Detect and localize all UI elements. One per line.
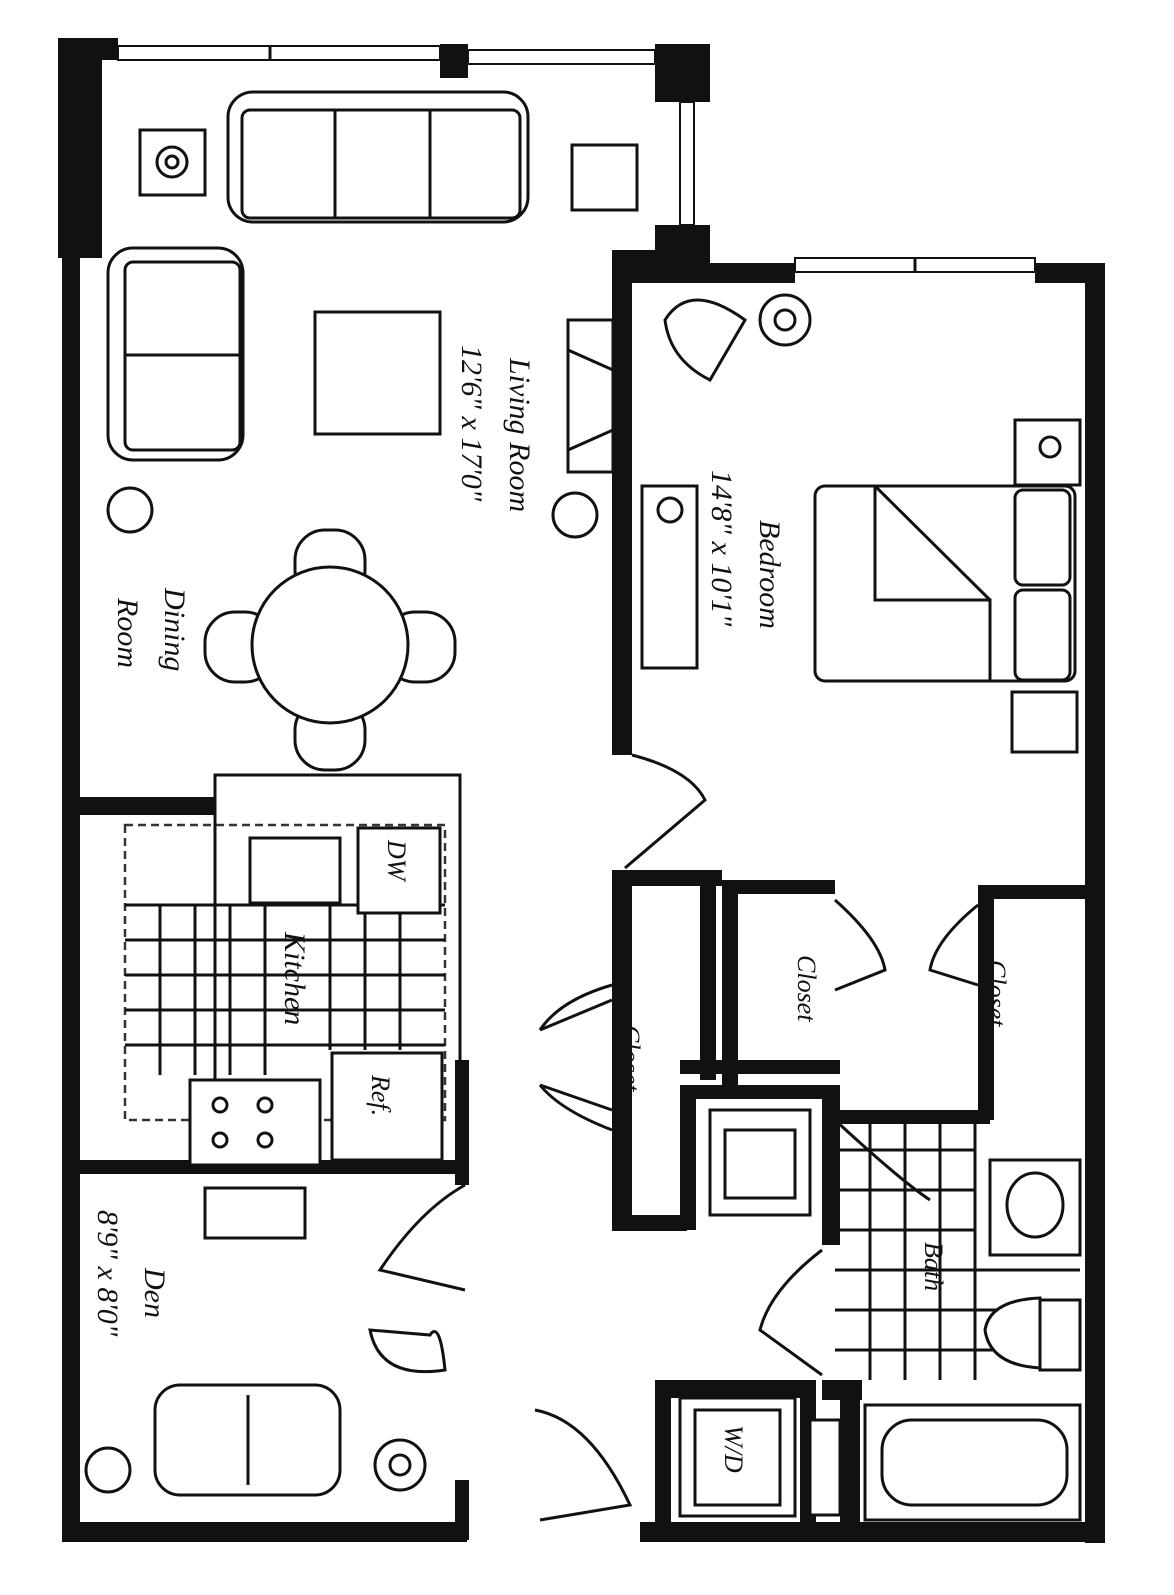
living-room-dimensions: 12'6" x 17'0" (455, 345, 488, 502)
kitchen-fixtures (123, 773, 462, 1167)
dining-room-label-line1: Dining (158, 587, 191, 671)
bedroom-dimensions: 14'8" x 10'1" (705, 470, 738, 627)
dining-table (203, 528, 457, 772)
closet-label-2: Closet (792, 955, 821, 1022)
bath-fixtures (678, 1108, 1082, 1522)
labels: Living Room 12'6" x 17'0" Dining Room Be… (91, 345, 1011, 1473)
living-furniture (106, 90, 639, 539)
doors (377, 753, 979, 1522)
bedroom-label: Bedroom (753, 520, 786, 629)
closet-label-1: Closet (616, 1025, 645, 1092)
living-room-label: Living Room (503, 357, 536, 512)
bath-label: Bath (919, 1242, 948, 1291)
refrigerator-label: Ref. (366, 1074, 395, 1116)
closet-label-3: Closet (982, 960, 1011, 1027)
dishwasher-label: DW (382, 839, 411, 883)
den-dimensions: 8'9" x 8'0" (91, 1210, 124, 1337)
den-label: Den (138, 1267, 171, 1318)
kitchen-label: Kitchen (278, 931, 311, 1025)
washer-dryer-label: W/D (719, 1425, 748, 1473)
den-furniture (84, 1186, 447, 1497)
windows (117, 45, 1036, 273)
walls (58, 38, 1105, 1543)
dining-room-label-line2: Room (111, 597, 144, 668)
bedroom-furniture (640, 293, 1082, 754)
